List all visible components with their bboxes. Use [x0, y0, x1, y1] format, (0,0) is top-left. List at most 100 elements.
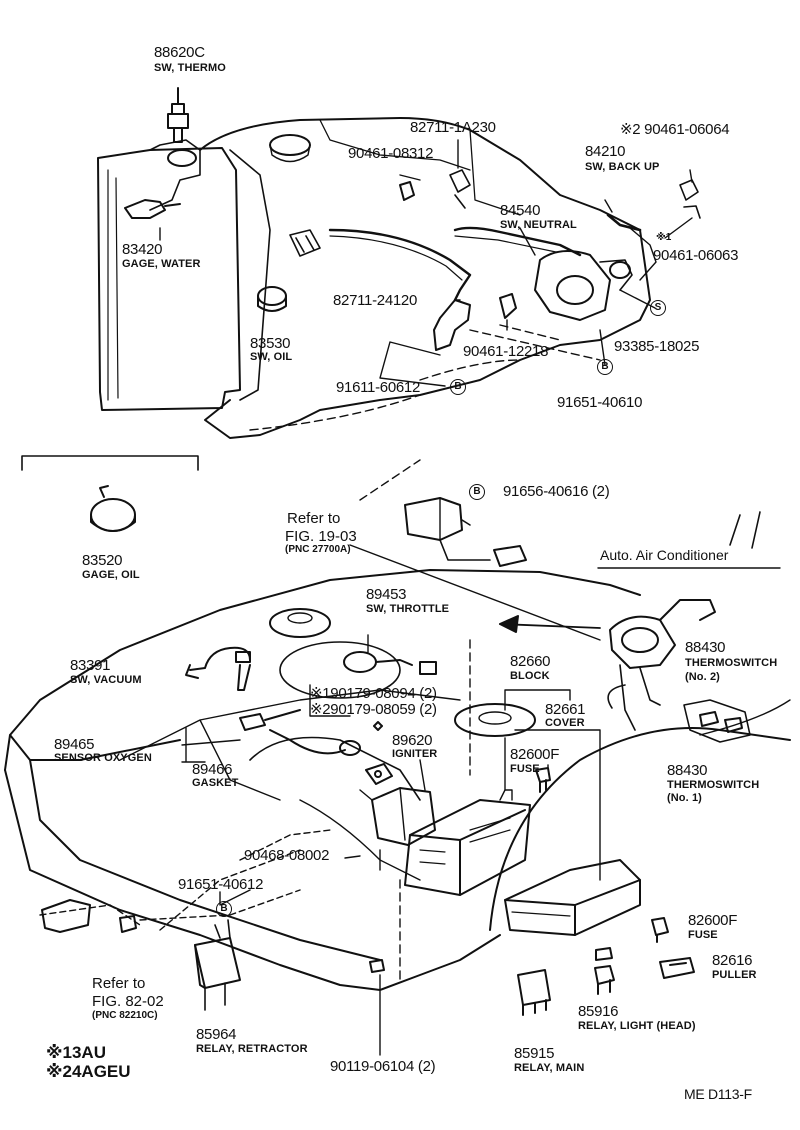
part-number-93385-18025: 93385-18025 [614, 338, 700, 355]
part-name-82600f-a: FUSE [510, 763, 540, 775]
part-number-84540: 84540 [500, 202, 541, 219]
refer-to-label-8202: Refer to [92, 975, 146, 992]
mark-b-91651-40610: B [597, 359, 613, 375]
part-name-88620c: SW, THERMO [154, 62, 226, 74]
part-number-89465: 89465 [54, 736, 95, 753]
thermo-switch-icon [167, 87, 189, 143]
part-name-83520: GAGE, OIL [82, 569, 140, 581]
engine-bay-drawing [4, 459, 791, 991]
relay-cover-icon [504, 859, 641, 936]
part-number-82616: 82616 [712, 952, 753, 969]
part-number-82711-24120: 82711-24120 [333, 292, 418, 309]
part-number-83391: 83391 [70, 657, 111, 674]
mark-b-91656: B [469, 484, 485, 500]
mark-b-91651-40612: B [216, 901, 232, 917]
part-number-88430-no2: 88430 [685, 639, 726, 656]
engine-block-drawing [97, 117, 701, 439]
section-air-conditioner: Auto. Air Conditioner [600, 547, 729, 563]
part-number-91651-40610: 91651-40610 [557, 394, 643, 411]
part-number-91611-60612: 91611-60612 [336, 379, 421, 396]
group-bracket [21, 455, 199, 471]
fuse-block-icon [404, 789, 531, 896]
part-sub-88430-no1: (No. 1) [667, 792, 702, 804]
part-number-88620c: 88620C [154, 44, 205, 61]
fuse-icon-b [651, 917, 669, 943]
part-name-89466: GASKET [192, 777, 239, 789]
part-number-90119-06104: 90119-06104 (2) [330, 1058, 436, 1075]
part-name-82661: COVER [545, 717, 585, 729]
part-number-90461-06063: 90461-06063 [653, 247, 739, 264]
clip-icon [41, 899, 137, 933]
part-number-90461-06064: ※2 90461-06064 [620, 121, 730, 138]
part-number-83520: 83520 [82, 552, 123, 569]
main-relay-icon [517, 969, 551, 1016]
part-number-83420: 83420 [122, 241, 163, 258]
leader-lines-upper [159, 139, 693, 387]
part-name-85964: RELAY, RETRACTOR [196, 1043, 308, 1055]
oil-gage-icon [90, 485, 136, 532]
part-name-88430-no1: THERMOSWITCH [667, 779, 760, 791]
part-number-89620: 89620 [392, 732, 433, 749]
refer-pnc-27700a: (PNC 27700A) [285, 544, 351, 555]
part-name-83530: SW, OIL [250, 351, 293, 363]
note-3au: ※13AU [46, 1043, 106, 1062]
part-name-89465: SENSOR OXYGEN [54, 752, 152, 764]
bolt-icon [369, 959, 385, 973]
part-name-83391: SW, VACUUM [70, 674, 142, 686]
vacuum-switch-icon [185, 646, 251, 691]
part-name-88430-no2: THERMOSWITCH [685, 657, 778, 669]
part-name-83420: GAGE, WATER [122, 258, 201, 270]
air-conditioner-drawing [597, 567, 781, 743]
part-name-82616: PULLER [712, 969, 757, 981]
part-name-89620: IGNITER [392, 748, 438, 760]
mark-b-91611-60612: B [450, 379, 466, 395]
part-name-84210: SW, BACK UP [585, 161, 660, 173]
note-4ageu: ※24AGEU [46, 1062, 131, 1081]
part-name-85916: RELAY, LIGHT (HEAD) [578, 1020, 696, 1032]
refer-pnc-82210c: (PNC 82210C) [92, 1010, 158, 1021]
leader-lines-lower [181, 684, 601, 1056]
part-number-82661: 82661 [545, 701, 586, 718]
part-number-91651-40612: 91651-40612 [178, 876, 264, 893]
vacuum-actuator-icon [404, 497, 527, 567]
part-number-90461-08312: 90461-08312 [348, 145, 434, 162]
refer-fig-8202: FIG. 82-02 [92, 993, 164, 1010]
part-number-82711-1a230: 82711-1A230 [410, 119, 496, 136]
part-number-90179-08094: ※190179-08094 (2) [310, 685, 437, 702]
part-name-82600f-b: FUSE [688, 929, 718, 941]
part-number-89453: 89453 [366, 586, 407, 603]
part-sub-88430-no2: (No. 2) [685, 671, 720, 683]
part-name-85915: RELAY, MAIN [514, 1062, 585, 1074]
figure-code: ME D113-F [684, 1086, 752, 1102]
puller-icon [659, 957, 695, 979]
part-number-82600f-b: 82600F [688, 912, 738, 929]
refer-fig-1903: FIG. 19-03 [285, 528, 357, 545]
part-number-90461-12218: 90461-12218 [463, 343, 549, 360]
gasket-icon [365, 721, 393, 785]
oil-switch-icon [257, 286, 287, 312]
part-number-88430-no1: 88430 [667, 762, 708, 779]
part-number-90468-08002: 90468-08002 [244, 847, 330, 864]
part-name-89453: SW, THROTTLE [366, 603, 450, 615]
part-number-83530: 83530 [250, 335, 291, 352]
throttle-switch-icon [343, 634, 437, 675]
part-name-82660: BLOCK [510, 670, 550, 682]
part-number-90179-08059: ※290179-08059 (2) [310, 701, 437, 718]
igniter-icon [359, 759, 436, 846]
retractor-relay-icon [194, 919, 241, 1011]
part-number-84210: 84210 [585, 143, 626, 160]
water-gage-icon [124, 199, 181, 219]
part-number-82600f-a: 82600F [510, 746, 560, 763]
fuse-icon-a [535, 767, 551, 793]
part-mark-90461-06063: ※1 [656, 232, 672, 243]
part-number-82660: 82660 [510, 653, 551, 670]
part-name-84540: SW, NEUTRAL [500, 219, 577, 231]
headlight-relay-icon [594, 947, 615, 995]
part-number-85964: 85964 [196, 1026, 237, 1043]
part-number-91656-40616: 91656-40616 (2) [503, 483, 610, 500]
part-number-85915: 85915 [514, 1045, 555, 1062]
part-number-85916: 85916 [578, 1003, 619, 1020]
refer-to-label-1903: Refer to [287, 510, 341, 527]
